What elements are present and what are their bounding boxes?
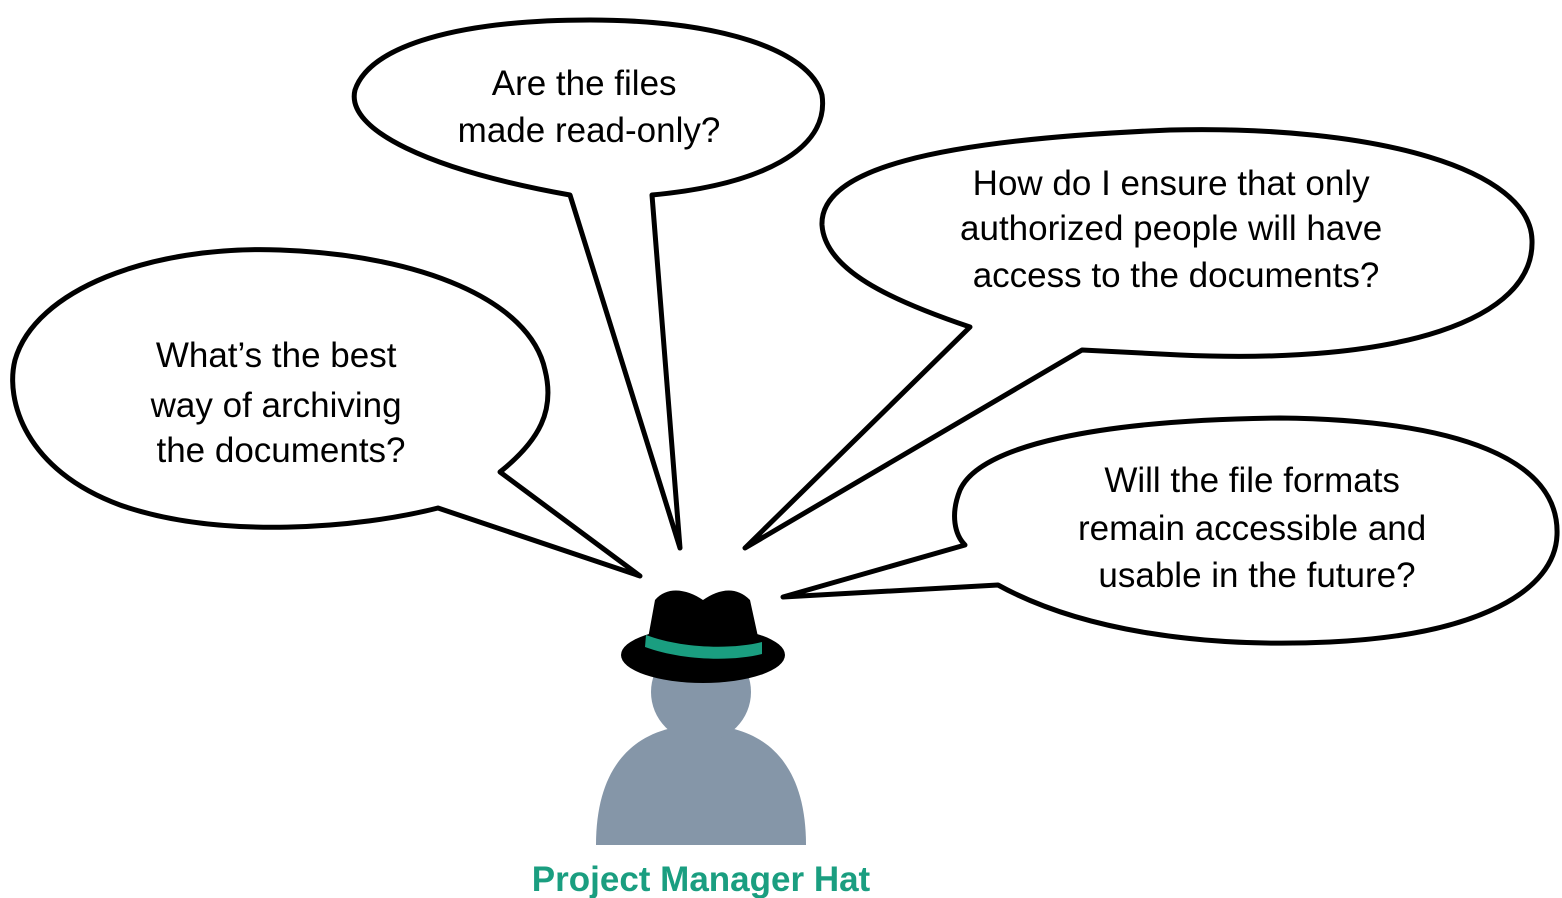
speech-bubble-outline xyxy=(742,127,1535,551)
bubble-text: What’s the best way of archiving the doc… xyxy=(150,336,412,470)
speech-bubble-file-formats: Will the file formats remain accessible … xyxy=(780,415,1560,646)
speech-bubble-archiving: What’s the best way of archiving the doc… xyxy=(10,247,643,579)
bubble-text: Are the files made read-only? xyxy=(458,64,721,150)
fedora-hat-icon xyxy=(621,590,785,683)
bubble-text: How do I ensure that only authorized peo… xyxy=(960,164,1392,295)
speech-bubble-outline xyxy=(10,247,643,579)
speech-bubble-outline xyxy=(351,17,826,551)
hat-caption: Project Manager Hat xyxy=(532,860,871,898)
person-body xyxy=(596,725,806,845)
hat-crown xyxy=(645,590,762,655)
hat-band xyxy=(645,635,762,659)
speech-bubble-read-only: Are the files made read-only? xyxy=(351,17,826,551)
person-with-fedora-icon xyxy=(596,590,806,845)
bubble-text: Will the file formats remain accessible … xyxy=(1078,461,1436,595)
speech-bubble-outline xyxy=(780,415,1560,646)
speech-bubble-authorized-access: How do I ensure that only authorized peo… xyxy=(742,127,1535,551)
